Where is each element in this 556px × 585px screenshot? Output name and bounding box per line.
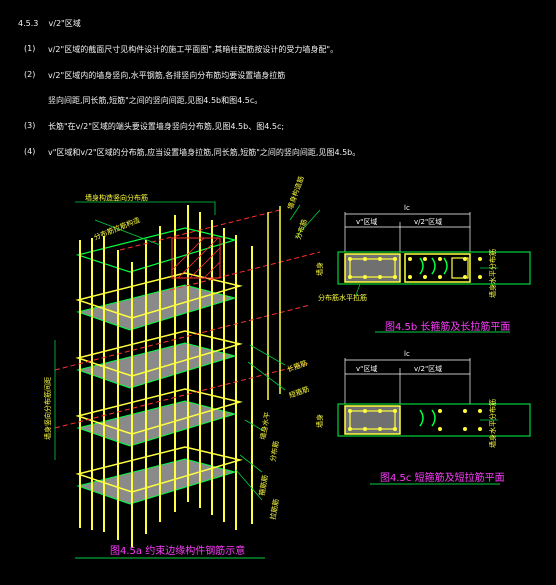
fig-c-left-label: 墙身: [315, 414, 324, 428]
fig-b-long-tie: [404, 253, 471, 283]
fig-c-short-stirrup: [344, 405, 401, 435]
fig-b: lc v"区域 v/2"区域 墙身 墙身水平分布筋 分布筋: [315, 204, 531, 333]
item-2-text: v/2"区域内的墙身竖向,水平钢筋,各排竖向分布筋均要设置墙身拉筋: [48, 71, 286, 80]
fig-c-caption: 图4.5c 短箍筋及短拉筋平面: [380, 473, 505, 484]
fig-b-zone1: v"区域: [356, 217, 377, 226]
section-number: 4.5.3: [18, 19, 39, 28]
item-2-num: (2): [24, 70, 36, 79]
fig-b-caption: 图4.5b 长箍筋及长拉筋平面: [385, 322, 511, 333]
stirrup-rings: [75, 272, 243, 493]
fig-a-cage: 墙身构造竖向分布筋 分布筋拉筋构造 墙身构造筋 分布筋 墙身竖向分布筋间距 长箍…: [43, 175, 321, 559]
fig-c-right-label: 墙身水平分布筋: [488, 399, 497, 448]
label-left-side: 墙身竖向分布筋间距: [43, 377, 52, 440]
fig-a-caption: 图4.5a 约束边缘构件钢筋示意: [110, 546, 246, 557]
leader-lines: [54, 201, 321, 501]
label-dist-bar: 分布筋: [268, 440, 281, 462]
label-wall-horizontal: 墙身水平: [258, 411, 272, 440]
fig-b-left-label: 墙身: [315, 262, 324, 276]
fig-b-wall: [337, 251, 531, 285]
item-4-text: v"区域和v/2"区域的分布筋,应当设置墙身拉筋,同长筋,短筋"之间的竖向间距,…: [48, 148, 361, 157]
item-1-text: v/2"区域的截面尺寸见构件设计的施工平面图",其暗柱配筋按设计的受力墙身配"。: [48, 45, 339, 54]
fig-c: lc v"区域 v/2"区域 墙身 墙身水平分布筋: [315, 350, 531, 485]
fig-b-zone2: v/2"区域: [414, 217, 442, 226]
vertical-bars: [79, 205, 253, 548]
fig-b-bars: [348, 257, 482, 279]
label-short-bar: 短箍筋: [288, 384, 311, 400]
label-right-top: 墙身构造筋: [285, 175, 305, 211]
item-4-num: (4): [24, 147, 36, 156]
item-3-text: 长筋"在v/2"区域的端头要设置墙身竖向分布筋,见图4.5b、图4.5c;: [48, 122, 285, 131]
fig-b-bottom-label: 分布筋水平拉筋: [318, 293, 367, 302]
item-1-num: (1): [24, 44, 36, 53]
label-right-sub: 分布筋: [293, 218, 309, 241]
item-3-num: (3): [24, 121, 36, 130]
fig-c-short-ties: [419, 409, 436, 427]
fig-b-long-stirrup: [344, 253, 401, 283]
fig-c-zone2: v/2"区域: [414, 364, 442, 373]
section-title: v/2"区域: [48, 19, 81, 28]
label-stirrup: 箍筋筋: [257, 474, 270, 496]
section-heading: 4.5.3 v/2"区域: [18, 18, 81, 29]
fig-c-bars: [348, 409, 482, 431]
red-zone-top: [171, 237, 221, 279]
fig-c-wall: [337, 403, 531, 437]
fig-b-right-label: 墙身水平分布筋: [488, 249, 497, 298]
fig-b-dim-lc: lc: [404, 204, 410, 212]
label-top-vertical: 墙身构造竖向分布筋: [85, 193, 148, 202]
label-top-left: 分布筋拉筋构造: [92, 215, 141, 242]
label-tie: 拉筋筋: [268, 498, 281, 520]
fig-c-zone1: v"区域: [356, 364, 377, 373]
item-2b-text: 竖向间距,同长筋,短筋"之间的竖向间距,见图4.5b和图4.5c。: [48, 96, 263, 105]
wall-verticals: [267, 206, 281, 400]
fig-c-dims: [344, 358, 471, 404]
fig-b-dims: [344, 212, 471, 252]
fig-c-dim-lc: lc: [404, 350, 410, 358]
label-long-bar: 长箍筋: [286, 358, 309, 374]
